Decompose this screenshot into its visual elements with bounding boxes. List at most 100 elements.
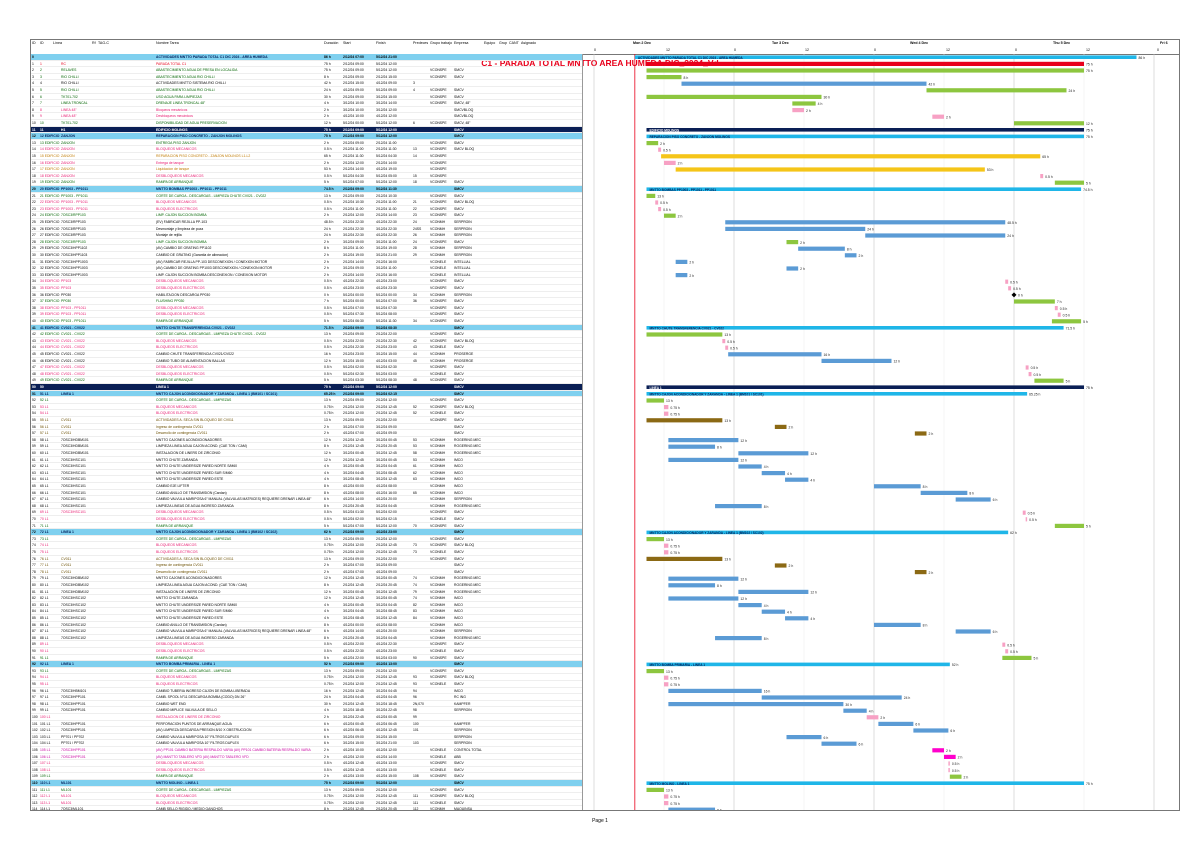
task-row[interactable]: 4444 EDIFICIOCV021 - CV022BLOQUEOS ELECT… xyxy=(31,344,582,351)
task-row[interactable]: 99LINEA 48"Desbloqueos mecánicos2 h4/12/… xyxy=(31,113,582,120)
task-row[interactable]: 101101 L17OSC3/HPP101PERFORACION PUNTOS … xyxy=(31,721,582,728)
task-row[interactable]: 9494 L1BLOQUEOS MECANICOS0.75 h2/12/24 1… xyxy=(31,674,582,681)
task-row[interactable]: 2222 EDIFICIOPP1003 - PP1011BLOQUEOS MEC… xyxy=(31,199,582,206)
task-row[interactable]: 3838 EDIFICIOPP103 - PP1011DESBLOQUEOS M… xyxy=(31,305,582,312)
task-row[interactable]: 9696 L17OSC3/HBM101CAMBIO TUBERIA INGRES… xyxy=(31,688,582,695)
task-row[interactable]: 6262 L17OSC3/HSC101MNTTO CHUTE UNDERSIZE… xyxy=(31,463,582,470)
task-row[interactable]: 6868 L17OSC3/HSC101LIMPIEZA LINEAS DE AG… xyxy=(31,503,582,510)
task-row[interactable]: 5252 L1CORTE DE CARGA - DESCARGAS - LIMP… xyxy=(31,397,582,404)
task-row[interactable]: 6666 L17OSC3/HSC101CAMBIO ANILLO DE TRAN… xyxy=(31,490,582,497)
task-row[interactable]: 2121 EDIFICIOPP1003 - PP1011CORTE DE CAR… xyxy=(31,193,582,200)
task-row[interactable]: 3434 EDIFICIOPP103DESBLOQUEOS MECANICOS0… xyxy=(31,278,582,285)
task-row[interactable]: 8686 L17OSC3/HSC102CAMBIO ANILLO DE TRAN… xyxy=(31,622,582,629)
task-row[interactable]: 8585 L17OSC3/HSC102MNTTO CHUTE UNDERSIZE… xyxy=(31,615,582,622)
task-row[interactable]: 7272 L1LINEA 1MNTTO CAJON ACONDICIONADOR… xyxy=(31,529,582,536)
task-row[interactable]: 3737 EDIFICIOPP030FLUSHING PP0307 h5/12/… xyxy=(31,298,582,305)
task-row[interactable]: 6363 L17OSC3/HSC101MNTTO CHUTE UNDERSIZE… xyxy=(31,470,582,477)
task-row[interactable]: 8080 L17OSC3/HDBM102LIMPIEZA LINEA AGUA … xyxy=(31,582,582,589)
task-row[interactable]: 9999 L17OSC3/HPP101CAMBIO MIPLICE VALVUL… xyxy=(31,707,582,714)
task-row[interactable]: 7878 L1CV011Desarrollo de contingencia C… xyxy=(31,569,582,576)
task-row[interactable]: 4949 EDIFICIOCV021 - CV022RAMPA DE ARRAN… xyxy=(31,377,582,384)
task-row[interactable]: 1212 EDIFICIOZANJONREPARACION PISO CONCR… xyxy=(31,133,582,140)
task-row[interactable]: 3636 EDIFICIOPP030HABILITACION DESCARGA … xyxy=(31,292,582,299)
task-row[interactable]: 8484 L17OSC3/HSC102MNTTO CHUTE UNDERSIZE… xyxy=(31,608,582,615)
task-row[interactable]: 4141 EDIFICIOCV021 - CV022MNTTO CHUTE TR… xyxy=(31,324,582,332)
task-row[interactable]: 5858 L17OSC3/HDBM101MNTTO CAJONES ACONDI… xyxy=(31,437,582,444)
task-row[interactable]: 7777 L1CV011Ingreso de contingencia CV01… xyxy=(31,562,582,569)
task-row[interactable]: 4040 EDIFICIOPP103 - PP1011RAMPA DE ARRA… xyxy=(31,318,582,325)
task-row[interactable]: 112112 L1ML101BLOQUEOS MECANICOS0.75 h2/… xyxy=(31,793,582,800)
task-row[interactable]: 7979 L17OSC3/HDBM102MNTTO CAJONES ACONDI… xyxy=(31,575,582,582)
task-row[interactable]: 77LINEA TRONCALDRENAJE LINEA TRONCAL 48"… xyxy=(31,100,582,107)
task-row[interactable]: 104104 L1PP701 / PP702CAMBIO VALVULA MAR… xyxy=(31,740,582,747)
task-row[interactable]: 8181 L17OSC3/HDBM102INSTALACION DE LINER… xyxy=(31,589,582,596)
task-row[interactable]: 4848 EDIFICIOCV021 - CV022DESBLOQUEOS EL… xyxy=(31,371,582,378)
task-row[interactable]: 114114 L17OSC3/ML101CAMB SELLO RIGIDO / … xyxy=(31,806,582,810)
task-row[interactable]: 105105 L17OSC3/HPP101(AV) PP101 CAMBIO B… xyxy=(31,747,582,754)
task-row[interactable]: 22RELAVESABASTECIMIENTO AGUA DE PRESA EN… xyxy=(31,67,582,74)
task-row[interactable]: 3939 EDIFICIOPP103 - PP1011DESBLOQUEOS E… xyxy=(31,311,582,318)
task-row[interactable]: 44RIO CHILLIACTIVIDADES MNTTO SISTEMA RI… xyxy=(31,80,582,87)
task-row[interactable]: 4646 EDIFICIOCV021 - CV022CAMBIO TUBO DE… xyxy=(31,358,582,365)
task-row[interactable]: 1313 EDIFICIOZANJONENTREGA PISO ZANJON2 … xyxy=(31,140,582,147)
task-row[interactable]: 5656 L1CV011Ingreso de contingencia CV01… xyxy=(31,424,582,431)
task-row[interactable]: 113113 L1ML101BLOQUEOS ELECTRICOS0.75 h2… xyxy=(31,800,582,807)
task-row[interactable]: 9090 L1DESBLOQUEOS ELECTRICOS0.5 h4/12/2… xyxy=(31,648,582,655)
task-row[interactable]: 2020 EDIFICIOPP1003 - PP1011MNTTO BOMBAS… xyxy=(31,186,582,193)
task-row[interactable]: 11RCPARADA TOTAL C175 h2/12/24 09:005/12… xyxy=(31,61,582,68)
task-row[interactable]: 1515 EDIFICIOZANJONREPARACION PISO CONCR… xyxy=(31,153,582,160)
task-row[interactable]: 88LINEA 48"Bloqueos mecánicos2 h3/12/24 … xyxy=(31,107,582,114)
task-row[interactable]: 7373 L1CORTE DE CARGA - DESCARGAS - LIMP… xyxy=(31,536,582,543)
task-row[interactable]: 4545 EDIFICIOCV021 - CV022CAMBIO CHUTE T… xyxy=(31,351,582,358)
task-row[interactable]: 8888 L17OSC3/HSC102LIMPIEZA LINEAS DE AG… xyxy=(31,635,582,642)
task-row[interactable]: 7070 L1DESBLOQUEOS ELECTRICOS0.5 h5/12/2… xyxy=(31,516,582,523)
task-row[interactable]: 9393 L1CORTE DE CARGA - DESCARGAS - LIMP… xyxy=(31,668,582,675)
task-row[interactable]: 8989 L1DESBLOQUEOS MECANICOS0.5 h4/12/24… xyxy=(31,641,582,648)
task-row[interactable]: 5959 L17OSC3/HDBM101LIMPIEZA LINEA AGUA … xyxy=(31,443,582,450)
task-row[interactable]: 1414 EDIFICIOZANJONBLOQUEOS MECANICOS0.5… xyxy=(31,146,582,153)
task-row[interactable]: 1717 EDIFICIOZANJONLiquidacion de tanque… xyxy=(31,166,582,173)
task-row[interactable]: 7575 L1BLOQUEOS ELECTRICOS0.75 h2/12/24 … xyxy=(31,549,582,556)
task-row[interactable]: 3030 EDIFICIO7OSC3/HPP1103CAMBIO DE GRAT… xyxy=(31,252,582,259)
task-row[interactable]: 9191 L1RAMPA DE ARRANQUE5 h4/12/24 22:00… xyxy=(31,655,582,662)
task-row[interactable]: 2626 EDIFICIO7OSC3/RPP103Desmontaje y li… xyxy=(31,226,582,233)
task-row[interactable]: 6767 L17OSC3/HSC101CAMBIO VALVULA MARIPO… xyxy=(31,496,582,503)
task-row[interactable]: 100100 L1INSTALACION DE LINERS DE ZIRCON… xyxy=(31,714,582,721)
task-row[interactable]: 103103 L1PP701 / PP702CAMBIO VALVULA MAR… xyxy=(31,734,582,741)
task-row[interactable]: 7676 L1CV011ACTIVIDADES A. SECA SIN BLOQ… xyxy=(31,556,582,563)
task-row[interactable]: 3535 EDIFICIOPP103DESBLOQUEOS ELECTRICOS… xyxy=(31,285,582,292)
task-row[interactable]: 1111H1EDIFICIO MOLINOS75 h2/12/24 09:005… xyxy=(31,126,582,134)
task-row[interactable]: 6969 L17OSC3/HSC101DESBLOQUEOS MECANICOS… xyxy=(31,509,582,516)
task-row[interactable]: 5151 L1LINEA 1MNTTO CAJON ACONDICIONADOR… xyxy=(31,390,582,398)
task-row[interactable]: 6161 L17OSC3/HSC101MNTTO CHUTE ZARANDA12… xyxy=(31,457,582,464)
task-row[interactable]: 2727 EDIFICIO7OSC3/RPP103Montaje de reji… xyxy=(31,232,582,239)
task-row[interactable]: 5757 L1CV011Desarrollo de contingencia C… xyxy=(31,430,582,437)
task-row[interactable]: 2929 EDIFICIO7OSC3/HPP1102(AV) CAMBIO DE… xyxy=(31,245,582,252)
task-row[interactable]: 33RIO CHILLIABASTECIMIENTO AGUA RIO CHIL… xyxy=(31,74,582,81)
task-row[interactable]: 110110 L1ML101MNTTO MOLINO - LINEA 175 h… xyxy=(31,780,582,787)
task-row[interactable]: 1818 EDIFICIOZANJONDESBLOQUEOS MECANICOS… xyxy=(31,173,582,180)
task-row[interactable]: 3232 EDIFICIO7OSC3/HPP1003(AV) CAMBIO DE… xyxy=(31,265,582,272)
task-row[interactable]: 111111 L1ML101CORTE DE CARGA - DESCARGAS… xyxy=(31,787,582,794)
task-row[interactable]: 6565 L17OSC3/HSC101CAMBIO EJE LIFTER8 h4… xyxy=(31,483,582,490)
task-row[interactable]: 0ACTIVIDADES MNTTO PARADA TOTAL C1 DIC 2… xyxy=(31,54,582,61)
task-row[interactable]: 8282 L17OSC3/HSC102MNTTO CHUTE ZARANDA12… xyxy=(31,595,582,602)
task-row[interactable]: 1010TK701-702DISPONIBILIDAD DE AGUA PRES… xyxy=(31,120,582,127)
task-row[interactable]: 6060 L17OSC3/HDBM101INSTALACION DE LINER… xyxy=(31,450,582,457)
task-row[interactable]: 2525 EDIFICIO7OSC3/RPP103(EV) FABRICAR R… xyxy=(31,219,582,226)
task-row[interactable]: 2424 EDIFICIO7OSC3/RPP103LIMP. CAJON SUC… xyxy=(31,212,582,219)
task-row[interactable]: 108108 L1DESBLOQUEOS ELECTRICOS0.5 h4/12… xyxy=(31,767,582,774)
task-row[interactable]: 5353 L1BLOQUEOS MECANICOS0.75 h2/12/24 1… xyxy=(31,404,582,411)
task-row[interactable]: 5050LINEA 175 h2/12/24 09:005/12/24 12:0… xyxy=(31,384,582,391)
task-row[interactable]: 109109 L1RAMPA DE ARRANQUE2 h4/12/24 13:… xyxy=(31,773,582,780)
task-row[interactable]: 9595 L1BLOQUEOS ELECTRICOS0.75 h2/12/24 … xyxy=(31,681,582,688)
task-row[interactable]: 4747 EDIFICIOCV021 - CV022DESBLOQUEOS ME… xyxy=(31,364,582,371)
task-row[interactable]: 66TK701-702USO AGUA PARA LIMPIEZAS30 h2/… xyxy=(31,94,582,101)
task-row[interactable]: 8383 L17OSC3/HSC102MNTTO CHUTE UNDERSIZE… xyxy=(31,602,582,609)
task-row[interactable]: 4242 EDIFICIOCV021 - CV022CORTE DE CARGA… xyxy=(31,331,582,338)
task-row[interactable]: 3333 EDIFICIO7OSC3/HPP1003LIMP. CAJON SU… xyxy=(31,272,582,279)
task-row[interactable]: 1919 EDIFICIOZANJONRAMPA DE ARRANQUE5 h5… xyxy=(31,179,582,186)
task-row[interactable]: 7474 L1BLOQUEOS MECANICOS0.75 h2/12/24 1… xyxy=(31,542,582,549)
task-row[interactable]: 5555 L1CV011ACTIVIDADES A. SECA SIN BLOQ… xyxy=(31,417,582,424)
task-row[interactable]: 107107 L1DESBLOQUEOS MECANICOS0.5 h4/12/… xyxy=(31,760,582,767)
